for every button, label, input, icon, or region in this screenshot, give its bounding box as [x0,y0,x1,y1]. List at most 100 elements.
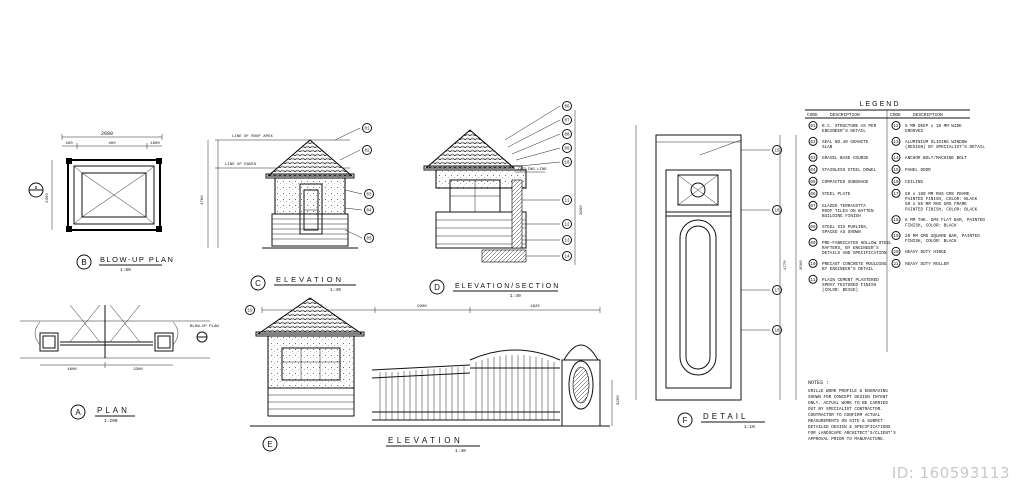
legend-desc-line: DETAILS AND SPECIFICATION [822,251,887,256]
legend-desc-line: PRE-FABRICATED HOLLOW STEEL [822,241,892,246]
callout-label: 15 [774,150,780,154]
callout-label: 09 [564,148,570,152]
callout-08: 08 [562,129,572,139]
callout-03: 03 [364,189,374,199]
note-eaves: LINE OF EAVES [225,163,257,167]
dim-blowup-overall: 2600 [101,131,113,137]
callout-18: 18 [772,325,782,335]
callout-07: 07 [562,115,572,125]
legend-desc-header-right: DESCRIPTION [913,112,943,118]
dim-elev-c-height: 4760 [201,195,205,205]
legend-title: LEGEND [860,101,901,108]
legend-desc-line: PAINTED FINISH, COLOR: BLACK [905,207,978,212]
callout-label: 13 [564,240,570,244]
legend-desc-line: 50 x 100 MM RHS GMS FRAME [905,192,970,197]
notes-line: OUT BY SPECIALIST CONTRACTOR. [808,407,883,412]
legend-code: 21 [893,262,899,267]
legend-code: 15 [893,168,899,173]
callout-09: 09 [562,143,572,153]
legend-entry-14: 14 ANCHOR BOLT/MACHINE BOLT [891,152,967,162]
view-c-circle [250,275,266,291]
legend-desc-line: PAINTED FINISH, COLOR: BLACK [905,197,978,202]
note-ceiling-line: CEILING LINE [518,168,547,172]
view-d-letter: D [434,283,440,292]
legend-code: 11 [810,278,816,283]
view-c-title: ELEVATION [276,275,344,284]
callout-label: 06 [564,106,570,110]
legend-desc-line: 50 x 50 MM RHS GMS FRAME [905,202,967,207]
callout-14: 14 [562,251,572,261]
callout-16: 16 [772,205,782,215]
view-b-letter: B [81,258,86,267]
view-b-blowup-plan: 2600 400 400 1800 2300 B B BLOW-UP PLAN … [28,131,173,273]
callout-label: 14 [564,256,570,260]
notes-line: ONLY. ACTUAL WORK TO BE CARRIED [808,401,888,406]
callout-04: 04 [364,205,374,215]
legend-desc-line: ALUMINIUM SLIDING WINDOW [905,140,967,145]
legend-code: 14 [893,156,899,161]
legend-desc-line: GLAZED TERRACOTTA [822,204,866,209]
callout-13: 13 [562,235,572,245]
dim-detail-inner: 1770 [784,260,788,270]
callout-label: 18 [774,330,780,334]
callout-label: 05 [366,238,372,242]
callout-label: 16 [774,210,780,214]
dim-blowup-right: 1800 [150,142,160,146]
callout-label: 02 [364,150,370,154]
dim-detail-overall: 3500 [800,260,804,270]
legend-desc-line: ENGINEER'S DETAIL [822,129,866,134]
notes-block: NOTES : GRILLE WORK PROFILE & ENGRAVINGS… [808,380,896,442]
notes-line: CONTRACTOR TO CONFIRM ACTUAL [808,413,881,418]
legend-desc-line: ROOF TILES ON BATTEN [822,209,874,214]
legend-desc-line: GRAVEL BASE COURSE [822,156,869,161]
view-c-scale: 1:40 [330,287,341,293]
legend-desc-line: STAINLESS STEEL DOWEL [822,168,877,173]
dim-elev-e-b: 9300 [417,305,427,309]
legend-entry-16: 16 CEILING [891,176,923,186]
legend-desc-line: SLAB [822,145,833,150]
view-f-detail: 1770 3500 F DETAIL 1:10 [635,125,804,430]
legend-desc-line: PLAIN CEMENT PLASTERED [822,278,879,283]
legend: LEGEND CODE DESCRIPTION CODE DESCRIPTION… [805,101,985,352]
notes-line: APPROVAL PRIOR TO MANUFACTURE. [808,437,885,442]
callout-10: 10 [562,157,572,167]
callout-label: 12 [564,224,570,228]
callout-01: 01 [362,123,372,133]
legend-code: 06 [810,192,816,197]
legend-desc-line: CEILING [905,180,923,185]
callout-05: 05 [364,233,374,243]
legend-code: 13 [893,140,899,145]
legend-code-header-right: CODE [890,112,901,118]
legend-code: 07 [810,204,816,209]
legend-code: 02 [810,140,816,145]
legend-code: 16 [893,180,899,185]
legend-code: 10 [810,262,816,267]
section-marker-d-top: B [35,185,38,191]
legend-desc-line: SPACED AS SHOWN [822,230,861,235]
legend-code: 09 [810,241,816,246]
callout-15: 15 [772,145,782,155]
callout-label: 11 [564,200,570,204]
callout-label: 19 [247,310,253,314]
view-a-circle [70,404,86,420]
legend-desc-line: 8 MM THK. GMS FLAT BAR, PAINTED [905,218,985,223]
legend-code: 12 [893,124,899,129]
callout-label: 01 [364,128,370,132]
legend-code: 04 [810,168,816,173]
view-d-elevation-section: CEILING LINE 2600 D ELEVATION/SECTION 1:… [423,105,584,299]
fence-pickets [379,355,555,420]
view-f-scale: 1:10 [744,424,755,430]
legend-desc-line: GROOVES [905,129,923,134]
legend-desc-line: 20 MM GMS SQUARE BAR, PAINTED [905,234,980,239]
legend-desc-line: ANCHOR BOLT/MACHINE BOLT [905,156,967,161]
